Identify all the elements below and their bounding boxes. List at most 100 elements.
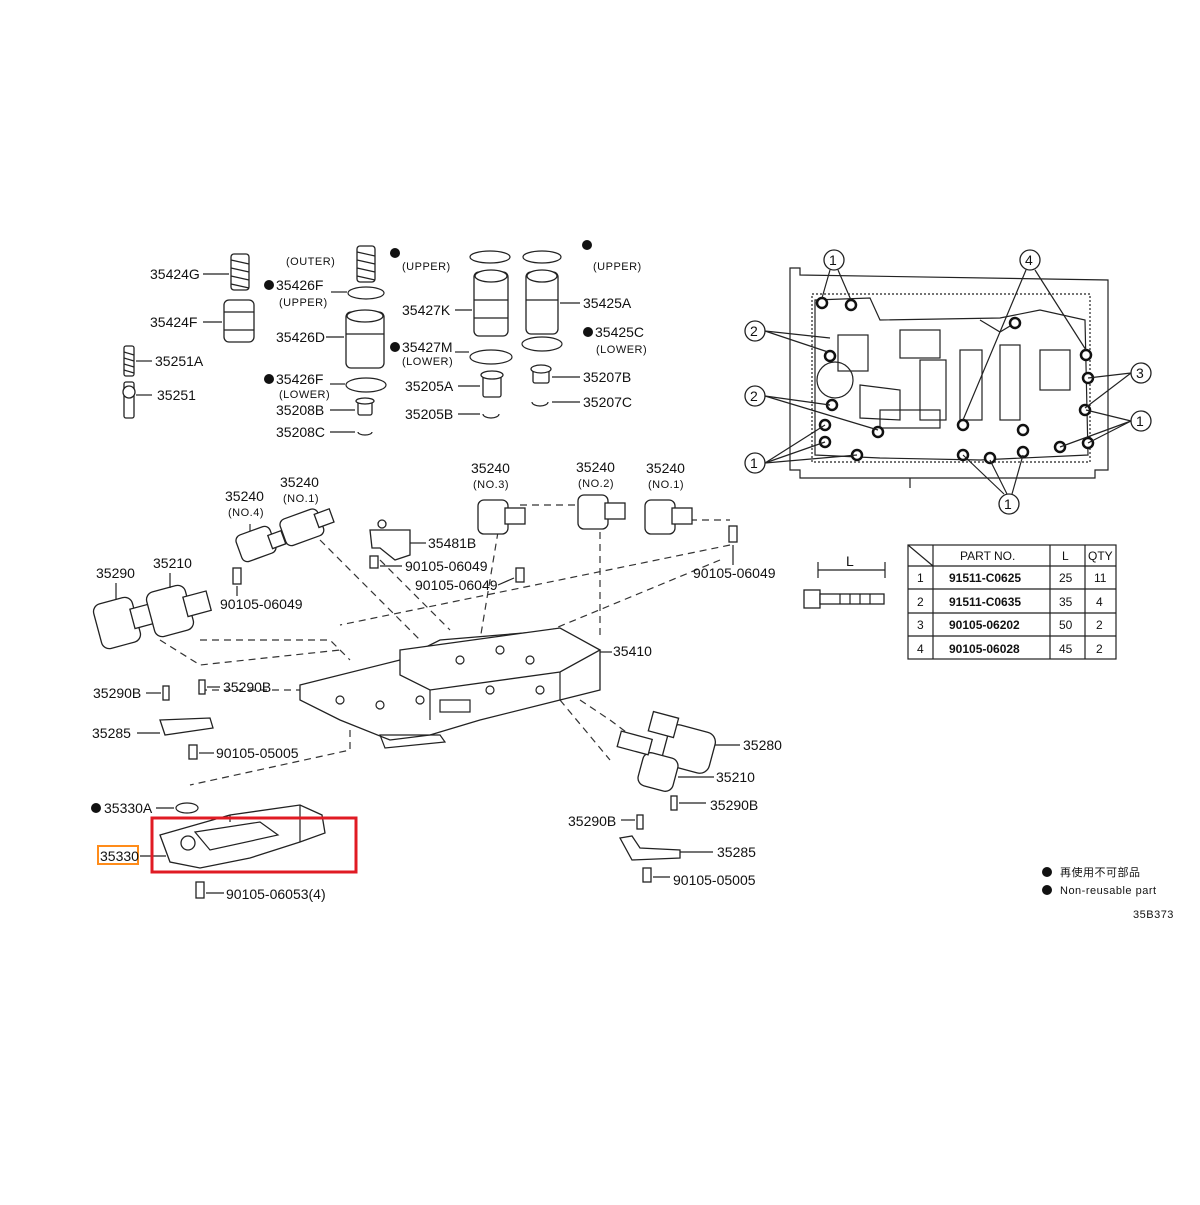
nonreusable-dot	[582, 240, 592, 250]
oring-35427M-upper	[469, 250, 511, 264]
bolt-small	[195, 881, 205, 899]
sleeve-35426D	[345, 309, 385, 369]
label-35426F-upper: 35426F	[276, 277, 323, 293]
table-row-part: 91511-C0635	[949, 595, 1021, 609]
oring-35426F-upper	[347, 286, 385, 300]
label-35426F-lower: 35426F	[276, 371, 323, 387]
table-row-idx: 4	[917, 642, 924, 656]
table-header-l: L	[1062, 549, 1069, 563]
callout-group: 1 4 2 2 1 3 1 1	[744, 249, 1152, 515]
table-row-part: 91511-C0625	[949, 571, 1021, 585]
spring-outer	[356, 245, 376, 283]
table-row-qty: 2	[1096, 618, 1103, 632]
plate-35285-right	[618, 835, 681, 861]
solenoid-35210-right	[616, 730, 679, 792]
nonreusable-dot	[264, 280, 274, 290]
label-35330A: 35330A	[104, 800, 153, 816]
pin-35290B-low	[636, 814, 644, 830]
label-35285-a: 35285	[92, 725, 131, 741]
sleeve-35425A	[525, 269, 559, 335]
nonreusable-dot	[390, 342, 400, 352]
table-row-l: 35	[1059, 595, 1073, 609]
label-35207B: 35207B	[583, 369, 631, 385]
table-header-qty: QTY	[1088, 549, 1113, 563]
nonreusable-dot	[264, 374, 274, 384]
valve-35251	[122, 381, 136, 419]
table-row-part: 90105-06202	[949, 618, 1020, 632]
plug-35205A	[480, 370, 504, 398]
nonreusable-dot	[583, 327, 593, 337]
label-35481B: 35481B	[428, 535, 476, 551]
solenoid-no3	[477, 499, 526, 535]
label-upper-1: (UPPER)	[279, 297, 328, 309]
spring-35424G	[230, 253, 250, 291]
table-row-l: 50	[1059, 618, 1073, 632]
spring-35251A	[123, 345, 135, 377]
label-35208C: 35208C	[276, 424, 325, 440]
callout-1-bottom: 1	[1004, 496, 1012, 512]
clip-35207C	[531, 401, 549, 407]
label-90105-06049-d: 90105-06049	[693, 565, 776, 581]
table-row-idx: 3	[917, 618, 924, 632]
label-upper-2: (UPPER)	[402, 261, 451, 273]
oring-35427M-lower	[469, 349, 513, 365]
label-lower-3: (LOWER)	[596, 344, 647, 356]
clip-35208C	[357, 431, 373, 436]
pin-35290B-right	[670, 795, 678, 811]
solenoid-no1-right	[644, 499, 693, 535]
label-35424F: 35424F	[150, 314, 197, 330]
label-90105-06049-b: 90105-06049	[415, 577, 498, 593]
plug-35207B	[530, 364, 552, 384]
highlight-label-box	[97, 845, 139, 865]
solenoid-no2	[577, 494, 626, 530]
label-35280: 35280	[743, 737, 782, 753]
label-90105-06049-c: 90105-06049	[220, 596, 303, 612]
label-35426D: 35426D	[276, 329, 325, 345]
label-35290B-d: 35290B	[568, 813, 616, 829]
callout-1-top: 1	[829, 252, 837, 268]
table-row-part: 90105-06028	[949, 642, 1020, 656]
label-35240-no1b: 35240	[646, 460, 685, 476]
bolt-holes	[815, 296, 1095, 465]
label-lower-1: (LOWER)	[279, 389, 330, 401]
label-35427M: 35427M	[402, 339, 453, 355]
table-row-idx: 1	[917, 571, 924, 585]
label-35240-no1a: 35240	[280, 474, 319, 490]
diagram-code: 35B373	[1133, 909, 1174, 921]
table-row-qty: 11	[1094, 571, 1107, 585]
bolt-small	[642, 867, 652, 883]
solenoid-no1-left	[279, 508, 335, 547]
legend-dot	[1042, 885, 1052, 895]
nonreusable-dot	[91, 803, 101, 813]
nonreusable-dot	[390, 248, 400, 258]
label-35240-no3: 35240	[471, 460, 510, 476]
label-90105-05005-a: 90105-05005	[216, 745, 299, 761]
label-35424G: 35424G	[150, 266, 200, 282]
label-35240-no4: 35240	[225, 488, 264, 504]
solenoid-no4	[235, 525, 287, 563]
pin-35290B-mid	[198, 679, 206, 695]
label-90105-05005-b: 90105-05005	[673, 872, 756, 888]
label-lower-2: (LOWER)	[402, 356, 453, 368]
label-35251A: 35251A	[155, 353, 204, 369]
plug-35208B	[355, 397, 375, 416]
bolt-small	[515, 567, 525, 583]
callout-2-a: 2	[750, 323, 758, 339]
label-no1a: (NO.1)	[283, 493, 319, 505]
solenoid-35290	[92, 596, 158, 650]
solenoid-35210-left	[145, 584, 213, 638]
label-35205A: 35205A	[405, 378, 454, 394]
bolt-small	[232, 567, 242, 585]
table-header-part: PART NO.	[960, 549, 1015, 563]
label-no2: (NO.2)	[578, 478, 614, 490]
label-35208B: 35208B	[276, 402, 324, 418]
label-35290B-c: 35290B	[710, 797, 758, 813]
oring-35330A	[175, 802, 199, 814]
label-35285-b: 35285	[717, 844, 756, 860]
label-35205B: 35205B	[405, 406, 453, 422]
oring-35426F-lower	[345, 377, 387, 393]
table-row-qty: 2	[1096, 642, 1103, 656]
legend-japanese: 再使用不可部品	[1060, 865, 1141, 879]
